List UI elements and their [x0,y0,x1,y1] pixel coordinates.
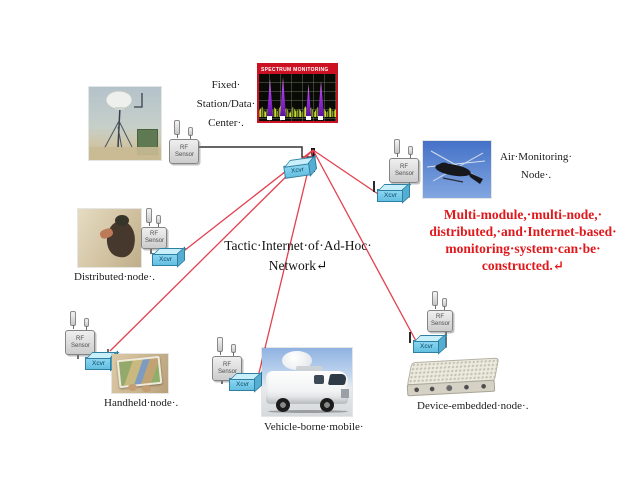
spectrum-monitor-title: SPECTRUM MONITORING [259,65,336,74]
fixed-station-wire [199,146,312,158]
antenna-icon [146,208,152,226]
van-window [314,375,324,384]
xcvr-label: Xcvr [290,166,305,175]
spectrum-marker [318,116,323,120]
spectrum-marker [280,116,285,120]
van-grille [341,389,349,398]
antenna-icon [394,139,400,157]
soldier-photo [78,209,141,267]
van-wheel [276,398,290,412]
antenna-icon [188,127,193,139]
antenna-mast-graphic [103,90,143,150]
xcvr-label: Xcvr [420,343,433,350]
rf-sensor-label: RF Sensor [395,163,415,177]
rf-sensor-icon: RF Sensor [389,139,419,183]
link-air-node [312,149,379,195]
helicopter-graphic [426,150,486,184]
spectrum-marker [306,116,311,120]
antenna-icon [217,337,223,355]
fixed-station-label: Fixed· Station/Data· Center·. [196,79,256,129]
rf-sensor-label: RF Sensor [71,335,91,349]
hand-finger [128,384,137,391]
antenna-icon [432,291,438,309]
embedded-device-photo [406,357,503,397]
antenna-icon [174,120,180,138]
spectrum-plot [259,74,336,121]
antenna-icon [408,146,413,158]
van-windshield [327,374,348,385]
antenna-icon [442,298,447,310]
rf-sensor-label: RF Sensor [431,314,451,327]
spectrum-noise-floor [259,105,336,117]
van-shadow [268,410,348,413]
rf-sensor-icon: RF Sensor [141,208,167,249]
tablet-map-screen [118,358,161,386]
xcvr-label: Xcvr [236,381,249,388]
antenna-icon [156,215,161,227]
antenna-icon [84,318,89,330]
rf-sensor-icon: RF Sensor [427,291,453,332]
network-title: Tactic·Internet·of·Ad-Hoc· Network↵ [224,238,372,273]
soldier-helmet [115,215,129,226]
helicopter-photo [423,141,491,198]
van-radome [282,351,312,370]
rf-sensor-icon: RF Sensor [65,311,95,355]
xcvr-antenna-icon [373,181,375,192]
air-monitoring-label: Air·Monitoring· Node·. [499,151,573,181]
rf-sensor-label: RF Sensor [145,231,165,244]
hand-finger [142,385,151,392]
spectrum-peak [305,84,312,117]
ground-haze [89,147,161,160]
vehicle-node-label: Vehicle-borne·mobile· [264,421,364,433]
xcvr-icon: Xcvr [373,181,404,202]
hub-xcvr-icon: Xcvr [283,162,312,179]
device-node-label: Device-embedded·node·. [417,400,529,412]
spectrum-peak [279,77,287,117]
spectrum-peak [317,81,325,117]
van-wheel [320,398,334,412]
distributed-node-label: Distributed·node·. [74,271,155,283]
spectrum-monitor: SPECTRUM MONITORING [257,63,338,123]
van-roof-equipment [296,366,322,373]
xcvr-label: Xcvr [92,360,105,367]
van-photo [262,348,352,416]
tablet-device [116,355,163,389]
rf-sensor-icon: RF Sensor [169,120,199,164]
handheld-device-photo [112,354,168,393]
spectrum-peak [266,79,274,117]
xcvr-antenna-icon [409,332,411,343]
rf-sensor-label: RF Sensor [175,144,195,158]
xcvr-label: Xcvr [159,256,172,263]
handheld-node-label: Handheld·node·. [104,397,179,409]
fixed-station-photo [89,87,161,160]
annotation-text: Multi-module,·multi-node,· distributed,·… [429,207,617,273]
spectrum-marker [267,116,272,120]
xcvr-icon: Xcvr [85,357,112,370]
antenna-icon [70,311,76,329]
antenna-icon [231,344,236,356]
xcvr-icon: Xcvr [409,332,440,353]
xcvr-icon: Xcvr [229,378,256,391]
xcvr-icon: Xcvr [152,253,179,266]
rf-sensor-label: RF Sensor [218,361,238,375]
xcvr-label: Xcvr [384,192,397,199]
